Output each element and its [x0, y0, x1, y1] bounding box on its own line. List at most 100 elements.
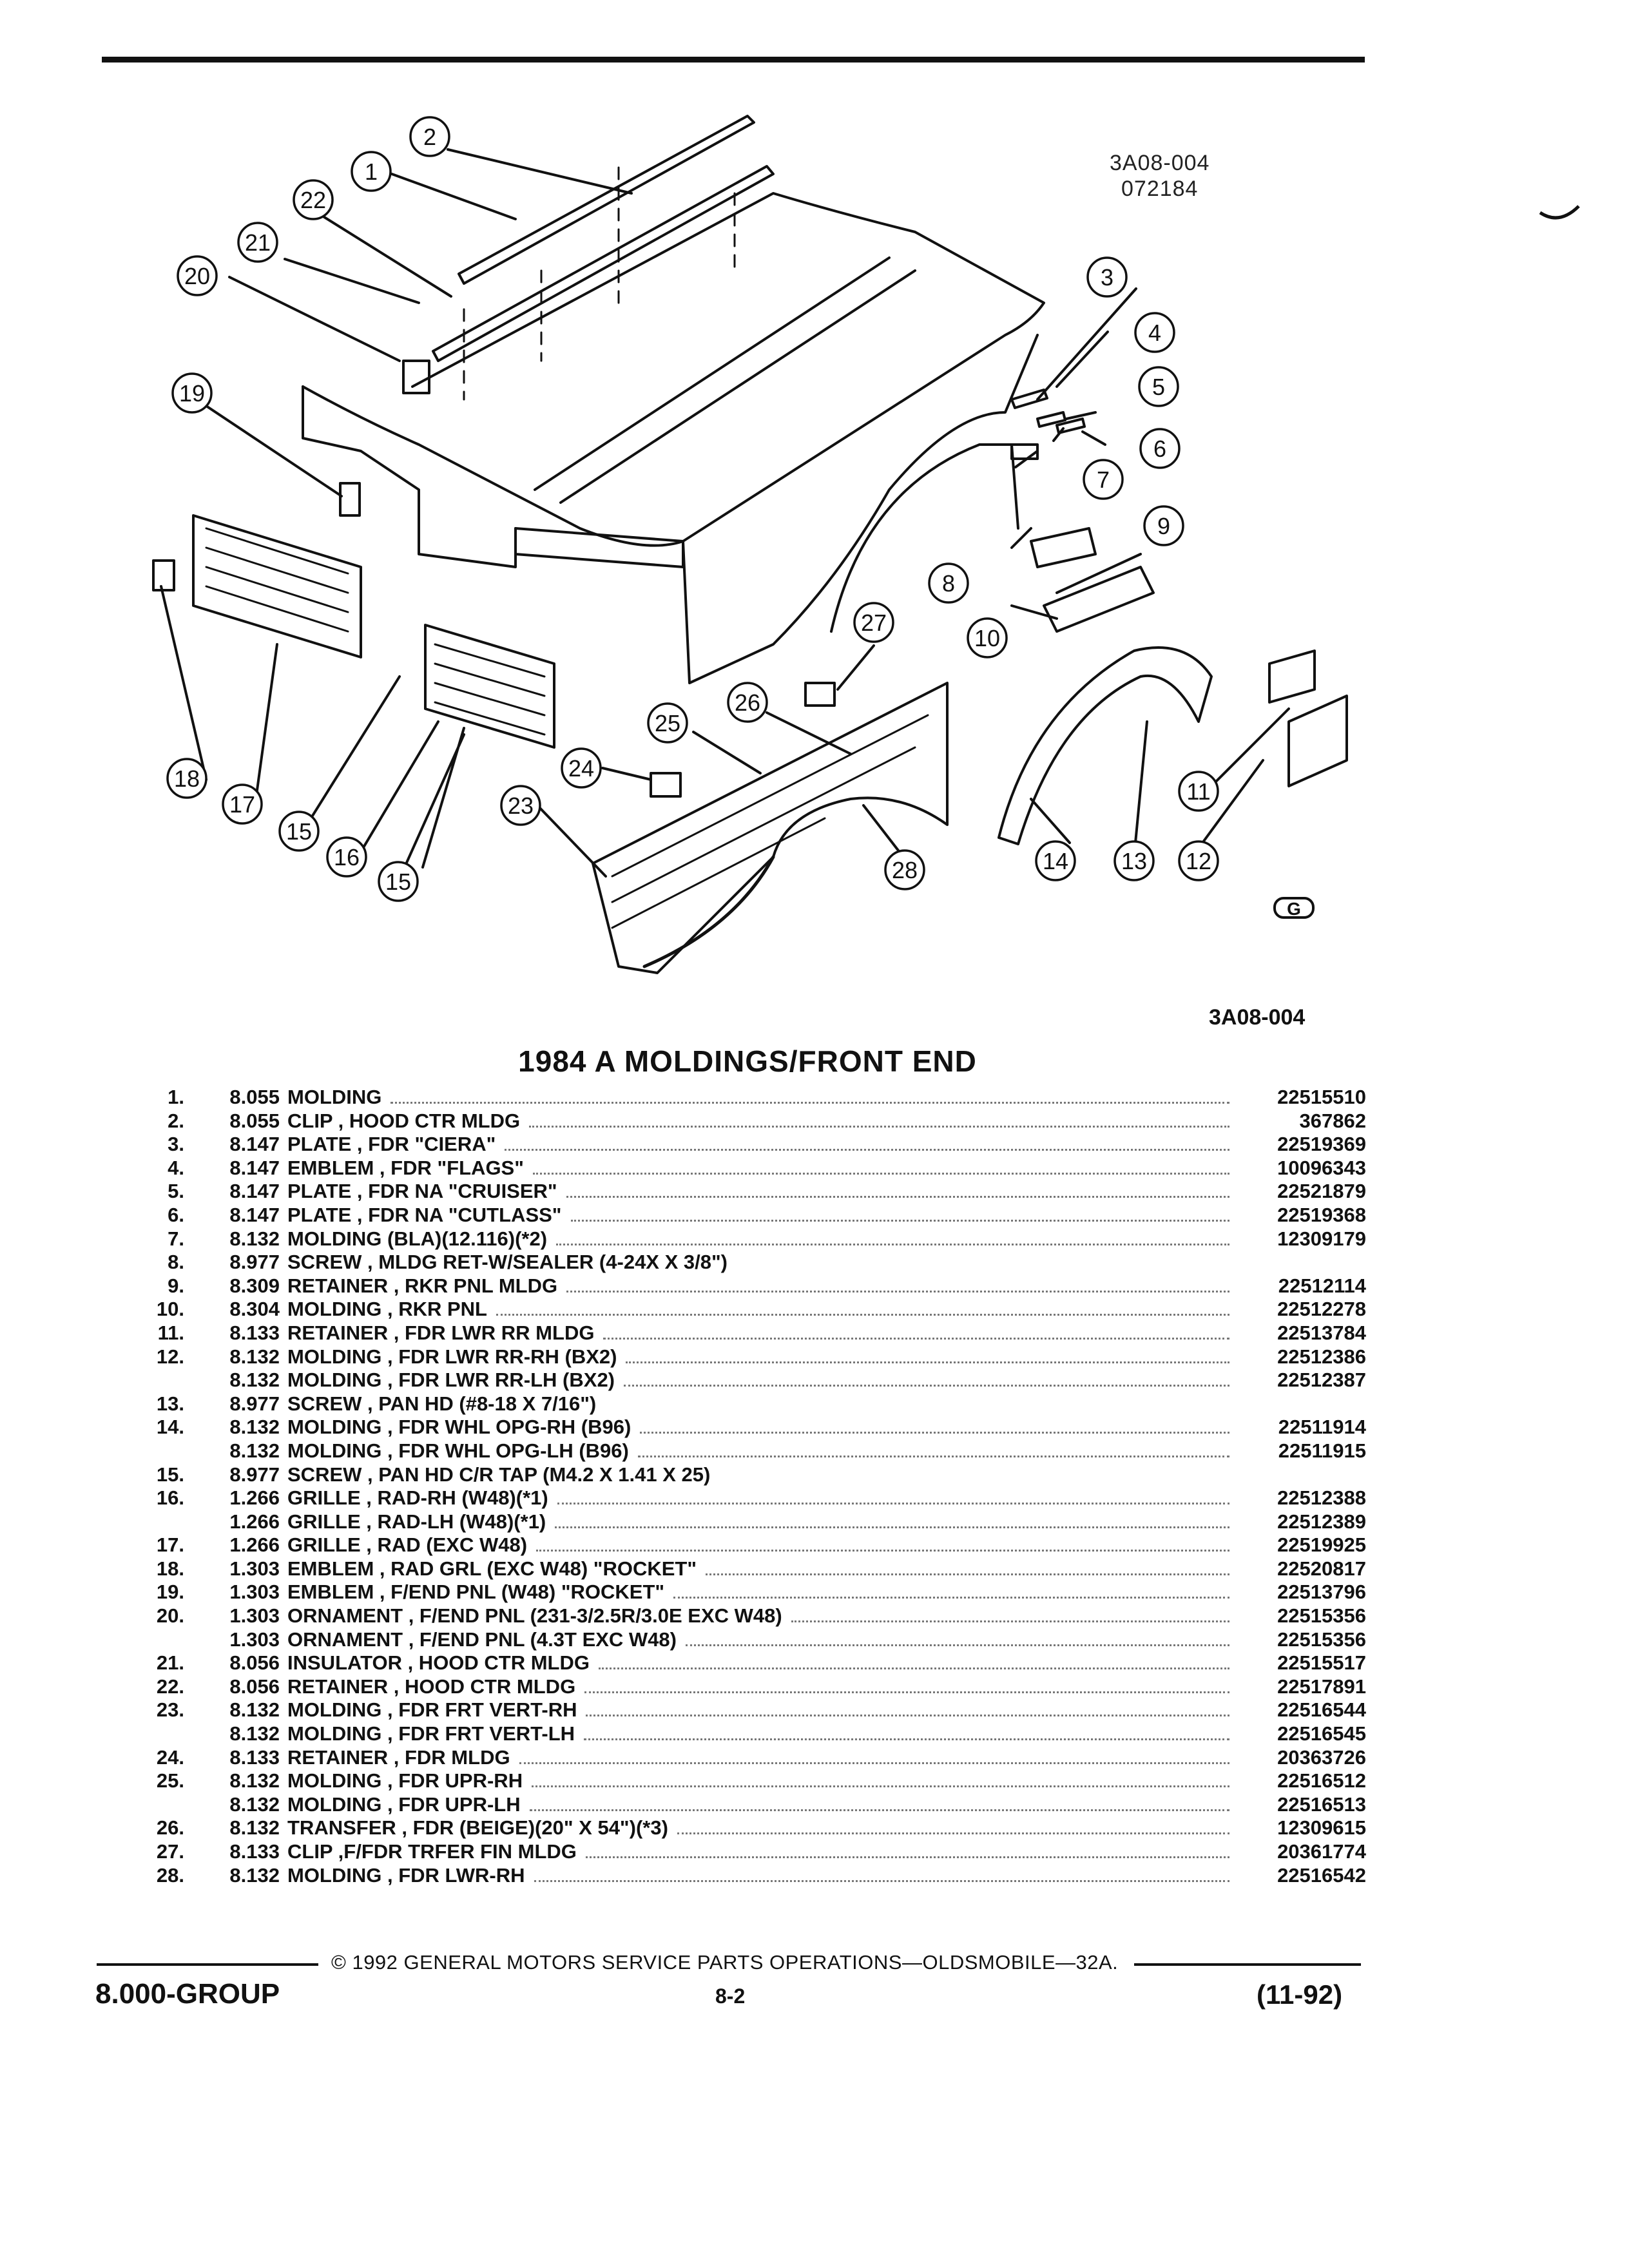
part-description: MOLDING , FDR LWR RR-LH (BX2) — [287, 1369, 615, 1392]
callout-20 — [177, 255, 218, 296]
part-number: 22513796 — [1277, 1581, 1366, 1604]
item-number: 8. — [168, 1251, 184, 1274]
part-description: RETAINER , RKR PNL MLDG — [287, 1274, 558, 1297]
leader-dots — [536, 1550, 1229, 1552]
part-description: GRILLE , RAD-LH (W48)(*1) — [287, 1510, 546, 1533]
group-code: 8.977 — [229, 1463, 280, 1486]
leader-dots — [673, 1597, 1229, 1599]
item-number: 13. — [156, 1392, 184, 1415]
leader-dots — [529, 1809, 1229, 1811]
callout-label-18: 18 — [174, 765, 200, 792]
part-number: 22517891 — [1277, 1675, 1366, 1698]
ornament-20 — [402, 360, 430, 394]
part-number: 22512388 — [1277, 1486, 1366, 1510]
leader-dots — [566, 1196, 1229, 1198]
group-code: 8.056 — [229, 1651, 280, 1675]
callout-4 — [1134, 312, 1175, 353]
part-description: MOLDING , FDR LWR-RH — [287, 1863, 525, 1887]
callout-label-5: 5 — [1152, 374, 1165, 400]
exploded-parts-diagram: 1 2 3 4 5 6 7 8 9 10 11 12 13 14 15 16 1… — [152, 115, 1580, 974]
callout-28 — [884, 849, 925, 890]
group-label: 8.000-GROUP — [95, 1978, 280, 2010]
top-rule — [102, 57, 1365, 62]
leader-dots — [637, 1455, 1229, 1457]
callout-label-24: 24 — [568, 755, 594, 782]
plate-5 — [1036, 411, 1066, 428]
item-number: 6. — [168, 1203, 184, 1226]
callout-label-4: 4 — [1148, 320, 1161, 346]
part-number: 22516545 — [1277, 1722, 1366, 1745]
callout-label-15a: 15 — [286, 818, 312, 845]
part-description: PLATE , FDR NA "CUTLASS" — [287, 1203, 562, 1226]
figure-ref-code: 3A08-004 — [1110, 151, 1210, 175]
callout-label-11: 11 — [1186, 778, 1210, 805]
callout-22 — [293, 179, 334, 220]
group-code: 1.266 — [229, 1533, 280, 1557]
front-end-panel — [302, 385, 517, 568]
callout-label-17: 17 — [229, 791, 255, 818]
group-code: 1.266 — [229, 1510, 280, 1533]
headlamp-recess — [514, 527, 684, 568]
part-description: SCREW , PAN HD (#8-18 X 7/16") — [287, 1392, 597, 1415]
leader-dots — [532, 1785, 1229, 1788]
footer-rule-right — [1134, 1963, 1361, 1966]
leader-dots — [737, 1267, 1229, 1269]
leader-dots — [585, 1856, 1229, 1858]
part-number: 22516512 — [1277, 1769, 1366, 1792]
page-title: 1984 A MOLDINGS/FRONT END — [518, 1044, 977, 1078]
group-code: 1.303 — [229, 1581, 280, 1604]
group-code: 8.055 — [229, 1086, 280, 1108]
part-description: EMBLEM , F/END PNL (W48) "ROCKET" — [287, 1581, 665, 1604]
item-number: 5. — [168, 1180, 184, 1203]
item-number: 7. — [168, 1227, 184, 1250]
group-code: 8.056 — [229, 1675, 280, 1698]
part-number: 22512387 — [1277, 1369, 1366, 1392]
callout-16 — [326, 836, 367, 878]
item-number: 27. — [156, 1840, 184, 1863]
part-number: 10096343 — [1277, 1156, 1366, 1179]
emblem-18 — [152, 559, 175, 591]
group-code: 1.266 — [229, 1486, 280, 1510]
item-number: 17. — [156, 1533, 184, 1557]
wheel-opening — [830, 443, 1019, 633]
hood-outline — [302, 192, 1045, 547]
callout-label-16: 16 — [334, 844, 360, 870]
group-code: 8.132 — [229, 1369, 280, 1392]
callouts — [166, 116, 1219, 902]
part-description: MOLDING , FDR UPR-LH — [287, 1792, 521, 1816]
item-number: 12. — [156, 1345, 184, 1368]
part-description: CLIP , HOOD CTR MLDG — [287, 1109, 521, 1132]
callout-label-6: 6 — [1153, 436, 1166, 462]
g-logo: G — [1273, 897, 1315, 919]
callout-10 — [967, 617, 1008, 658]
callout-label-3: 3 — [1101, 264, 1113, 291]
callout-label-21: 21 — [245, 229, 271, 256]
callout-label-2: 2 — [423, 124, 436, 150]
group-code: 8.132 — [229, 1816, 280, 1840]
callout-24 — [561, 747, 602, 789]
callout-label-13: 13 — [1121, 848, 1147, 874]
group-code: 8.147 — [229, 1156, 280, 1179]
callout-11 — [1178, 771, 1219, 812]
leader-dots — [624, 1385, 1229, 1387]
callout-8 — [928, 562, 969, 604]
part-number: 367862 — [1299, 1109, 1366, 1132]
callout-label-14: 14 — [1043, 848, 1068, 874]
group-code: 8.132 — [229, 1792, 280, 1816]
item-number: 4. — [168, 1156, 184, 1179]
part-number: 12309179 — [1277, 1227, 1366, 1250]
part-description: TRANSFER , FDR (BEIGE)(20" X 54")(*3) — [287, 1816, 668, 1840]
part-number: 22512114 — [1278, 1274, 1366, 1297]
